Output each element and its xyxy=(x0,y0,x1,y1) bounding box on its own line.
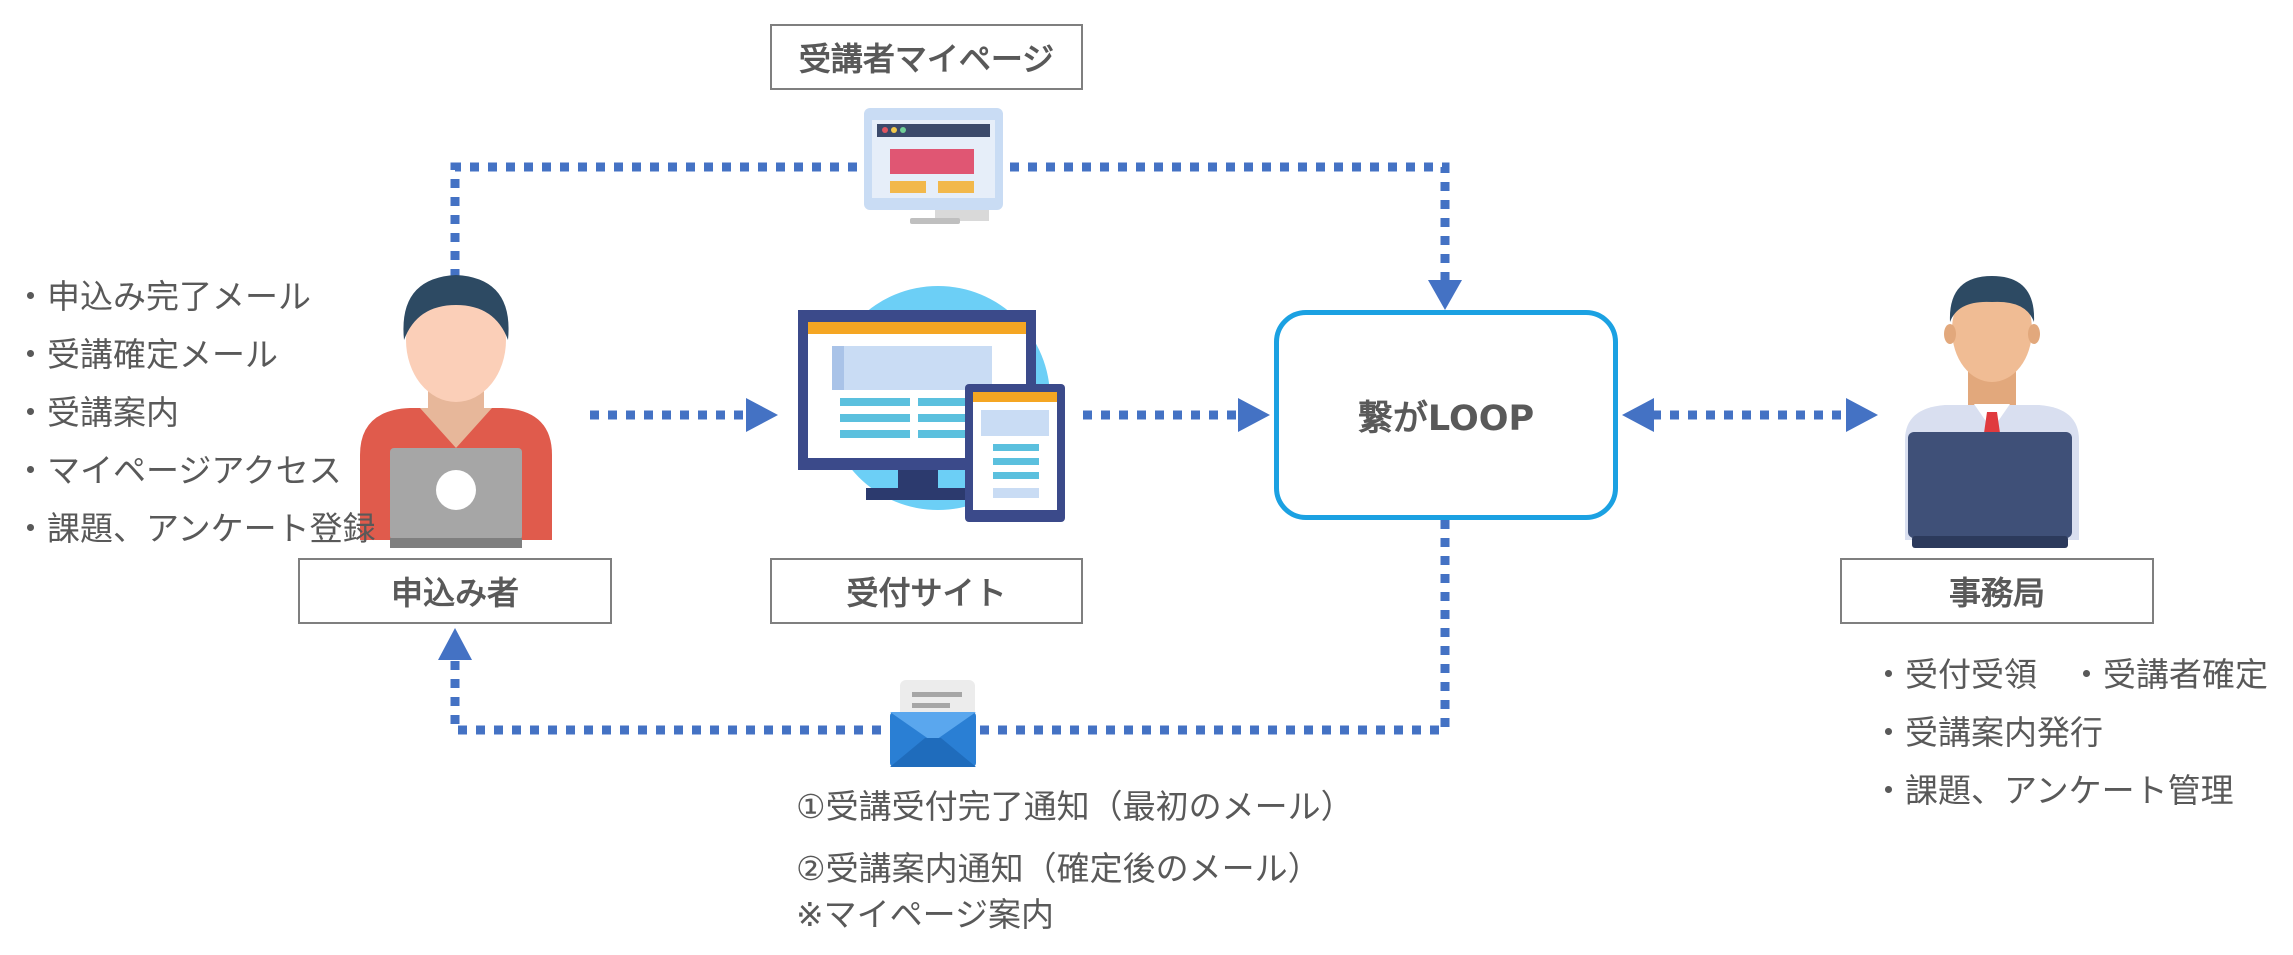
applicant-person-laptop-icon xyxy=(360,275,552,548)
arrowhead-into-loop-top xyxy=(1428,280,1462,310)
applicant-feature-item: ・申込み完了メール xyxy=(14,277,311,316)
web-devices-icon xyxy=(798,286,1065,522)
notice-mypage-note: ※マイページ案内 xyxy=(796,895,1054,934)
mail-envelope-icon xyxy=(890,680,976,767)
secretariat-label: 事務局 xyxy=(1840,558,2154,624)
loop-system-box: 繋がLOOP xyxy=(1274,310,1618,520)
notice-first-mail: ①受講受付完了通知（最初のメール） xyxy=(796,787,1354,826)
reception-site-label: 受付サイト xyxy=(770,558,1083,624)
arrowhead-into-site xyxy=(746,398,778,432)
secretariat-person-laptop-icon xyxy=(1905,276,2079,548)
applicant-feature-item: ・マイページアクセス xyxy=(14,451,342,490)
secretariat-task-item: ・受講案内発行 xyxy=(1872,713,2103,752)
connector-applicant-to-mypage-to-loop xyxy=(450,162,1450,282)
connectors xyxy=(450,162,1848,735)
arrowhead-into-loop-left xyxy=(1238,398,1270,432)
notice-second-mail: ②受講案内通知（確定後のメール） xyxy=(796,849,1321,888)
applicant-feature-item: ・受講案内 xyxy=(14,393,179,432)
arrowhead-loop-right-left xyxy=(1622,398,1654,432)
secretariat-task-list: ・受付受領 ・受講者確定 ・受講案内発行 ・課題、アンケート管理 xyxy=(1872,646,2268,820)
arrowheads xyxy=(438,280,1878,660)
applicant-label: 申込み者 xyxy=(298,558,612,624)
arrowhead-into-applicant xyxy=(438,628,472,660)
applicant-feature-item: ・受講確定メール xyxy=(14,335,278,374)
arrowhead-into-secretariat xyxy=(1846,398,1878,432)
applicant-feature-list: ・申込み完了メール ・受講確定メール ・受講案内 ・マイページアクセス ・課題、… xyxy=(14,268,376,558)
applicant-feature-item: ・課題、アンケート登録 xyxy=(14,509,376,548)
secretariat-task-item: ・受付受領 ・受講者確定 xyxy=(1872,655,2268,694)
mypage-monitor-icon xyxy=(864,108,1003,224)
secretariat-task-item: ・課題、アンケート管理 xyxy=(1872,771,2234,810)
mypage-label: 受講者マイページ xyxy=(770,24,1083,90)
